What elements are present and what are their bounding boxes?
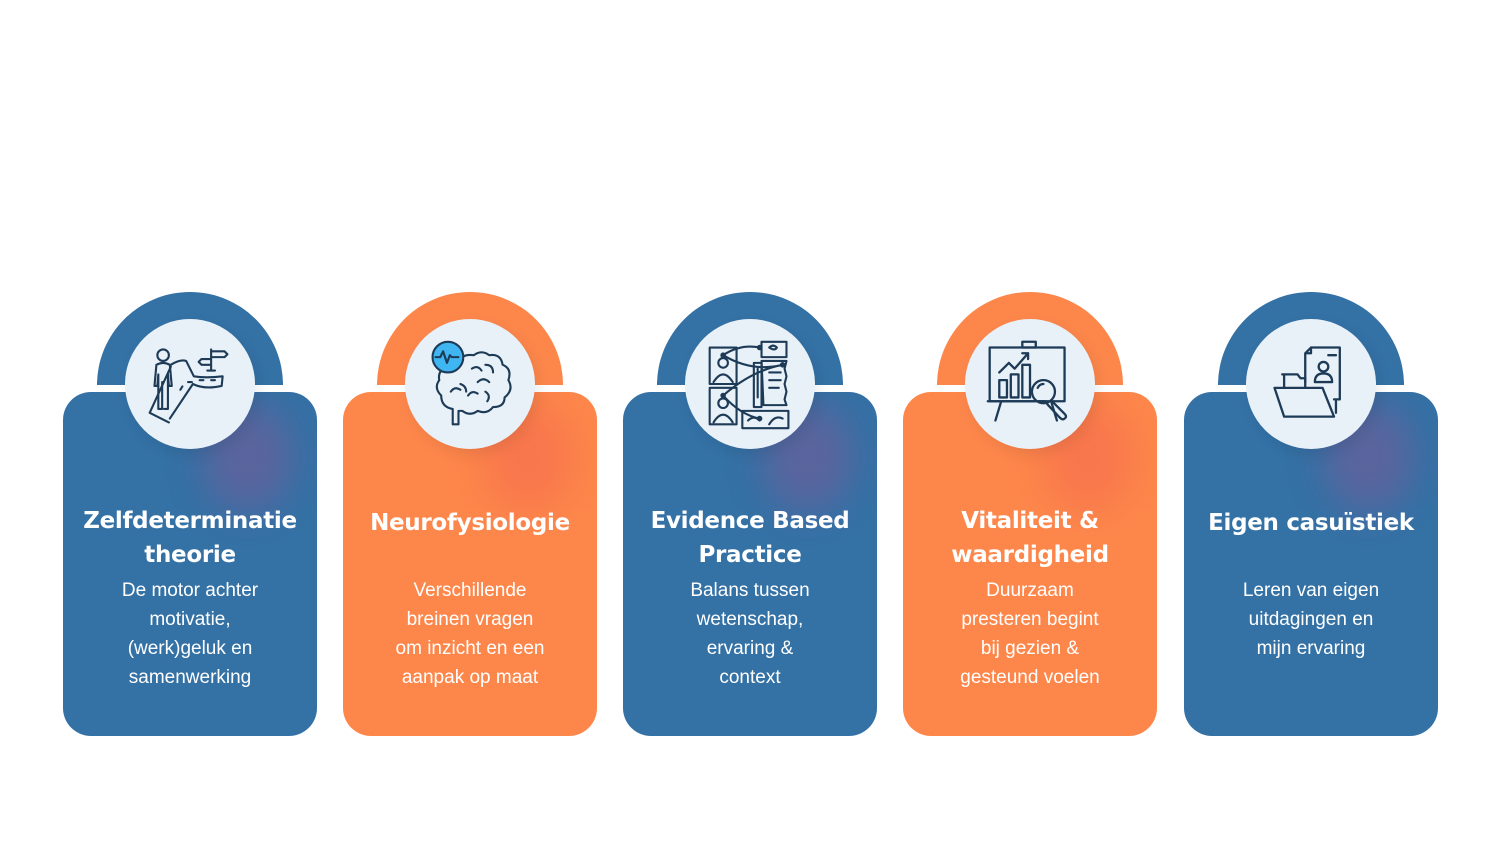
- card-title: Vitaliteit & waardigheid: [951, 508, 1109, 568]
- card-description: Balans tussen wetenschap, ervaring & con…: [690, 580, 810, 688]
- card-eigen-casuistiek: Eigen casuïstiek Leren van eigen uitdagi…: [1184, 292, 1438, 736]
- card-description: Leren van eigen uitdagingen en mijn erva…: [1242, 580, 1380, 659]
- card-title: Zelfdeterminatie theorie: [83, 508, 297, 568]
- card-description: Verschillende breinen vragen om inzicht …: [395, 580, 545, 688]
- chart-presentation-magnifier-icon: [986, 340, 1068, 422]
- icon-circle: [125, 319, 255, 449]
- card-body: [343, 392, 597, 736]
- card-title: Eigen casuïstiek: [1208, 510, 1414, 536]
- card-vitaliteit: Vitaliteit & waardigheid Duurzaam preste…: [903, 292, 1157, 736]
- card-description: Duurzaam presteren begint bij gezien & g…: [960, 580, 1100, 688]
- crossroads-person-icon: [148, 348, 229, 424]
- card-zelfdeterminatie: Zelfdeterminatie theorie De motor achter…: [63, 292, 317, 736]
- card-description: De motor achter motivatie, (werk)geluk e…: [121, 580, 259, 688]
- icon-circle: [965, 319, 1095, 449]
- card-body: [623, 392, 877, 736]
- icon-circle: [1246, 319, 1376, 449]
- icon-circle: [405, 319, 535, 449]
- brain-pulse-icon: [431, 340, 512, 426]
- card-neurofysiologie: Neurofysiologie Verschillende breinen vr…: [343, 292, 597, 736]
- card-body: [63, 392, 317, 736]
- card-title: Neurofysiologie: [370, 510, 570, 536]
- card-title: Evidence Based Practice: [650, 508, 850, 568]
- card-body: [1184, 392, 1438, 736]
- card-evidence-based-practice: Evidence Based Practice Balans tussen we…: [623, 292, 877, 736]
- folder-profile-icon: [1273, 346, 1341, 418]
- evidence-board-icon: [708, 340, 790, 430]
- icon-circle: [685, 319, 815, 449]
